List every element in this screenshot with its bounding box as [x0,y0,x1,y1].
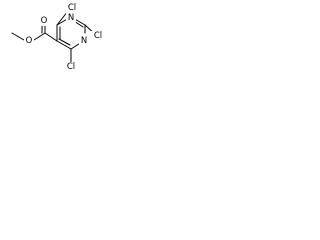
atom-cl-bottom: Cl [67,62,75,72]
bond-c5-ccarbonyl [44,32,58,42]
atom-o-carbonyl: O [41,16,48,26]
bond-ccarbonyl-oester [33,32,46,41]
atom-n-bottom: N [81,36,87,46]
molecule-drawing: Cl N Cl N Cl O O [11,3,105,72]
atom-o-ester: O [26,36,33,46]
bond-c6-c5-double [58,38,71,46]
bond-c6-c5 [56,40,72,50]
atom-cl-top: Cl [68,3,76,13]
atom-n-top: N [68,13,74,23]
atom-cl-right: Cl [94,31,102,41]
structure-canvas: Cl N Cl N Cl O O [0,0,105,83]
bond-oester-methyl [11,32,25,41]
